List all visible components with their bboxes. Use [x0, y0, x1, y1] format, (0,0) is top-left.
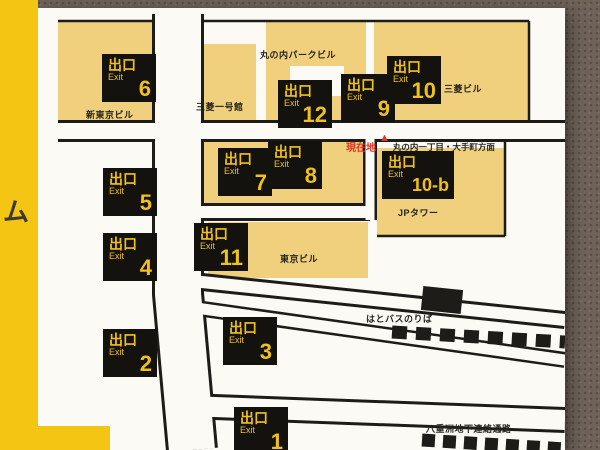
exit-en-label: Exit	[108, 71, 124, 82]
exit-number: 10-b	[411, 175, 449, 195]
exit-number: 9	[377, 96, 390, 121]
exit-sign-4: 出口 Exit 4	[103, 233, 157, 281]
station-exit-map-panel: 丸の内パークビル 三菱ビル 新東京ビル 三菱一号館 JPタワー 東京ビル はとバ…	[38, 8, 565, 450]
exit-sign-11: 出口 Exit 11	[194, 223, 248, 271]
yaesu-passage-hatch	[421, 433, 565, 450]
exit-en-label: Exit	[109, 185, 125, 196]
exit-sign-1: 出口 Exit 1	[234, 407, 288, 450]
exit-en-label: Exit	[347, 91, 363, 102]
exit-number: 6	[138, 76, 151, 101]
poster-yellow-border: ム	[0, 0, 38, 450]
side-text: ム	[3, 197, 30, 227]
exit-sign-7: 出口 Exit 7	[218, 148, 272, 196]
exit-jp-label: 出口	[109, 236, 137, 252]
exit-sign-10b: 出口 Exit 10-b	[382, 151, 454, 199]
building-label-shin-tokyo: 新東京ビル	[86, 110, 134, 120]
exit-jp-label: 出口	[388, 154, 416, 170]
building-footprint	[420, 285, 464, 315]
exit-en-label: Exit	[240, 424, 256, 435]
building-label-tokyo-building: 東京ビル	[280, 254, 319, 264]
exit-en-label: Exit	[393, 73, 409, 84]
building-label-marunouchi-park: 丸の内パークビル	[260, 50, 337, 60]
exit-en-label: Exit	[274, 158, 290, 169]
exit-jp-label: 出口	[240, 410, 268, 426]
hatobus-platform-hatch	[391, 325, 565, 349]
exit-en-label: Exit	[388, 168, 404, 179]
exit-sign-6: 出口 Exit 6	[102, 54, 156, 102]
exit-en-label: Exit	[109, 250, 125, 261]
exit-sign-12: 出口 Exit 12	[278, 80, 332, 128]
exit-en-label: Exit	[284, 97, 300, 108]
exit-jp-label: 出口	[347, 77, 375, 93]
exit-jp-label: 出口	[284, 83, 312, 99]
exit-sign-9: 出口 Exit 9	[341, 74, 395, 122]
exit-sign-3: 出口 Exit 3	[223, 317, 277, 365]
exit-number: 1	[270, 429, 283, 450]
building-label-mitsubishi-ichigokan: 三菱一号館	[196, 102, 244, 112]
exit-number: 5	[139, 190, 152, 215]
exit-sign-10: 出口 Exit 10	[387, 56, 441, 104]
exit-sign-5: 出口 Exit 5	[103, 168, 157, 216]
exit-jp-label: 出口	[108, 57, 136, 73]
exit-jp-label: 出口	[224, 151, 252, 167]
building-label-jp-tower: JPタワー	[398, 208, 439, 218]
exit-jp-label: 出口	[393, 59, 421, 75]
exit-number: 2	[139, 351, 152, 376]
exit-sign-2: 出口 Exit 2	[103, 329, 157, 377]
exit-en-label: Exit	[229, 334, 245, 345]
area-label-hatobus: はとバスのりば	[366, 314, 433, 324]
exit-en-label: Exit	[200, 240, 216, 251]
exit-number: 8	[304, 163, 317, 188]
direction-label: 丸の内一丁目・大手町方面	[392, 142, 495, 152]
exit-number: 11	[219, 245, 243, 270]
current-location-triangle-icon: ▲	[379, 132, 390, 144]
exit-jp-label: 出口	[109, 332, 137, 348]
exit-jp-label: 出口	[109, 171, 137, 187]
block-mitsubishi-ichigokan	[204, 44, 256, 120]
current-location-label: 現在地	[346, 143, 376, 154]
exit-jp-label: 出口	[229, 320, 257, 336]
building-label-mitsubishi: 三菱ビル	[444, 84, 483, 94]
block-edge-lines	[58, 19, 531, 238]
current-location-row: 現在地 ▲ 丸の内一丁目・大手町方面	[346, 133, 495, 155]
exit-number: 7	[254, 170, 267, 195]
poster-border-corner	[38, 426, 110, 450]
exit-sign-8: 出口 Exit 8	[268, 141, 322, 189]
exit-jp-label: 出口	[274, 144, 302, 160]
exit-jp-label: 出口	[200, 226, 228, 242]
exit-en-label: Exit	[109, 346, 125, 357]
exit-number: 12	[302, 102, 327, 127]
exit-number: 4	[139, 255, 152, 280]
exit-number: 3	[259, 339, 272, 364]
exit-number: 10	[411, 78, 436, 103]
exit-en-label: Exit	[224, 165, 240, 176]
area-label-yaesu-passage: 八重洲地下連絡通路	[426, 424, 512, 434]
